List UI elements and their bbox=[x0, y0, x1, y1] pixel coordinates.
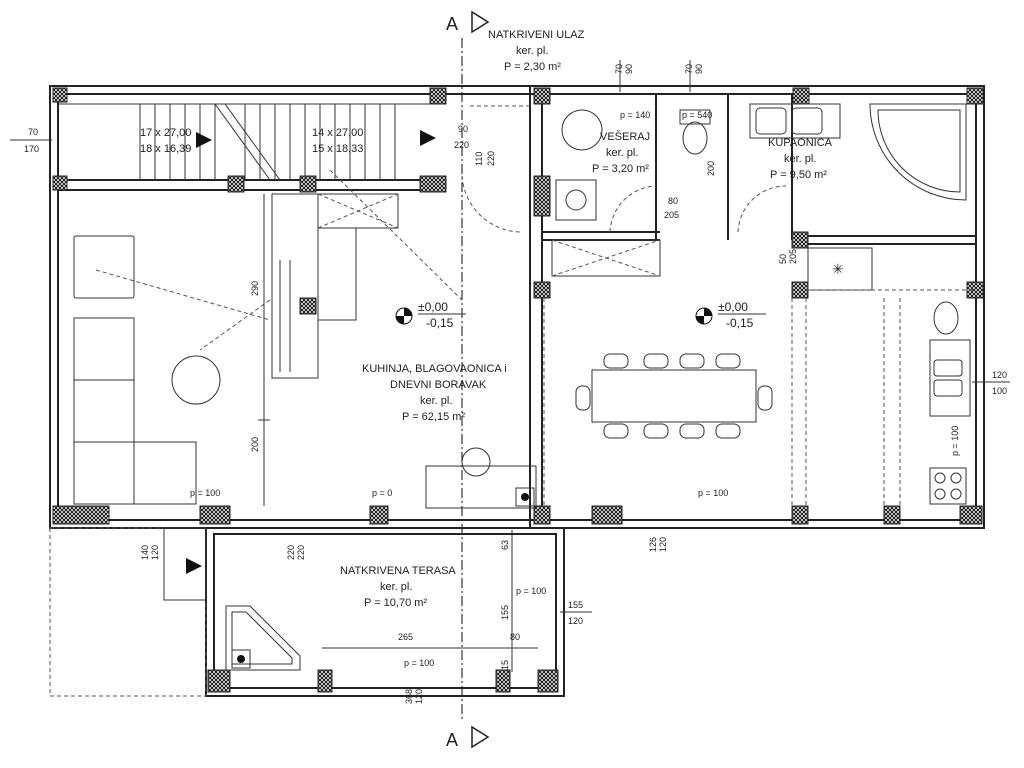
dim-200: 200 bbox=[250, 437, 260, 452]
laundry-name: VEŠERAJ bbox=[600, 130, 650, 143]
dim-90a: 90 bbox=[624, 64, 634, 74]
dim-200b: 200 bbox=[706, 161, 716, 176]
dim-80: 80 bbox=[668, 196, 678, 206]
toilet bbox=[682, 121, 708, 155]
dim-155b: 155 bbox=[568, 600, 583, 610]
stair-flight2-a: 14 x 27,00 bbox=[312, 127, 363, 139]
dim-p100-right: p = 100 bbox=[950, 426, 960, 456]
dim-70b: 70 bbox=[684, 64, 694, 74]
stair-flight2-b: 15 x 18,33 bbox=[312, 143, 363, 155]
bathroom-floor: ker. pl. bbox=[784, 153, 816, 165]
star-fixture: ✳ bbox=[832, 261, 844, 277]
interior-walls bbox=[58, 94, 976, 379]
terrace-outline bbox=[49, 527, 565, 697]
living-name-line1: KUHINJA, BLAGOVAONICA i bbox=[362, 363, 507, 375]
sink-1 bbox=[755, 107, 787, 135]
dimension-lines bbox=[10, 60, 1010, 672]
coffee-table bbox=[171, 355, 221, 405]
stair-flight1-b: 18 x 16,39 bbox=[140, 143, 191, 155]
dim-120c: 120 bbox=[568, 616, 583, 626]
entrance-floor: ker. pl. bbox=[516, 45, 548, 57]
entrance-name: NATKRIVENI ULAZ bbox=[488, 29, 585, 41]
dim-70: 70 bbox=[28, 127, 38, 137]
dim-80b: 80 bbox=[510, 632, 520, 642]
section-letter-bottom: A bbox=[446, 730, 458, 750]
dim-120: 120 bbox=[992, 370, 1007, 380]
dim-290: 290 bbox=[250, 281, 260, 296]
dim-120b: 120 bbox=[150, 545, 160, 560]
dim-140: 140 bbox=[140, 545, 150, 560]
dim-368: 368 bbox=[404, 689, 414, 704]
living-floor: ker. pl. bbox=[420, 395, 452, 407]
entrance-area: P = 2,30 m² bbox=[504, 61, 561, 73]
dim-205: 205 bbox=[664, 210, 679, 220]
dining-table bbox=[591, 369, 757, 423]
dim-p140: p = 140 bbox=[620, 110, 650, 120]
bathroom-name: KUPAONICA bbox=[768, 137, 833, 149]
dim-220b: 220 bbox=[486, 151, 496, 166]
dim-p100a: p = 100 bbox=[190, 488, 220, 498]
dim-p540: p = 540 bbox=[682, 110, 712, 120]
section-arrow-bottom bbox=[471, 725, 490, 749]
level-left-top: ±0,00 bbox=[418, 300, 448, 314]
section-marker-bottom: A bbox=[446, 725, 490, 750]
dim-50: 50 bbox=[778, 254, 788, 264]
dim-63: 63 bbox=[500, 540, 510, 550]
dim-15: 15 bbox=[500, 660, 510, 670]
dim-90b: 90 bbox=[694, 64, 704, 74]
dim-170: 170 bbox=[24, 144, 39, 154]
level-left-bottom: -0,15 bbox=[426, 316, 454, 330]
dim-100: 100 bbox=[992, 386, 1007, 396]
dim-220d: 220 bbox=[296, 545, 306, 560]
terrace-floor: ker. pl. bbox=[380, 581, 412, 593]
laundry-floor: ker. pl. bbox=[606, 147, 638, 159]
dim-126: 126 bbox=[648, 537, 658, 552]
dim-p0: p = 0 bbox=[372, 488, 392, 498]
dashed-guides bbox=[95, 105, 976, 506]
dim-p100c: p = 100 bbox=[404, 658, 434, 668]
living-name-line2: DNEVNI BORAVAK bbox=[390, 379, 487, 391]
level-right-top: ±0,00 bbox=[718, 300, 748, 314]
dim-110: 110 bbox=[474, 152, 484, 166]
dim-205b: 205 bbox=[788, 249, 798, 264]
washing-machine bbox=[561, 109, 603, 151]
shower bbox=[869, 103, 967, 201]
exterior-walls bbox=[49, 85, 985, 529]
stair-flight1-a: 17 x 27,00 bbox=[140, 127, 191, 139]
dim-155: 155 bbox=[500, 605, 510, 620]
level-marker-left: ±0,00 -0,15 bbox=[395, 300, 466, 330]
laundry-area: P = 3,20 m² bbox=[592, 163, 649, 175]
staircase bbox=[58, 103, 436, 181]
terrace-area: P = 10,70 m² bbox=[364, 597, 427, 609]
level-marker-right: ±0,00 -0,15 bbox=[695, 300, 766, 330]
section-letter-top: A bbox=[446, 14, 458, 34]
dim-220: 220 bbox=[454, 140, 469, 150]
kitchen-counter bbox=[929, 339, 971, 417]
terrace-name: NATKRIVENA TERASA bbox=[340, 565, 456, 577]
dim-p100b: p = 100 bbox=[698, 488, 728, 498]
dim-90: 90 bbox=[458, 124, 468, 134]
structural-columns bbox=[52, 87, 984, 693]
dim-220c: 220 bbox=[286, 545, 296, 560]
dim-70a: 70 bbox=[614, 64, 624, 74]
dim-265: 265 bbox=[398, 632, 413, 642]
bathroom-area: P = 9,50 m² bbox=[770, 169, 827, 181]
dim-120d: 120 bbox=[658, 537, 668, 552]
section-arrow-top bbox=[471, 10, 490, 34]
section-marker-top: A bbox=[446, 10, 490, 34]
level-right-bottom: -0,15 bbox=[726, 316, 754, 330]
sink-2 bbox=[791, 107, 823, 135]
armchair bbox=[73, 235, 135, 299]
living-area: P = 62,15 m² bbox=[402, 411, 465, 423]
furniture: ✳ bbox=[73, 103, 971, 671]
dim-120e: 120 bbox=[414, 689, 424, 704]
dim-p100d: p = 100 bbox=[516, 586, 546, 596]
